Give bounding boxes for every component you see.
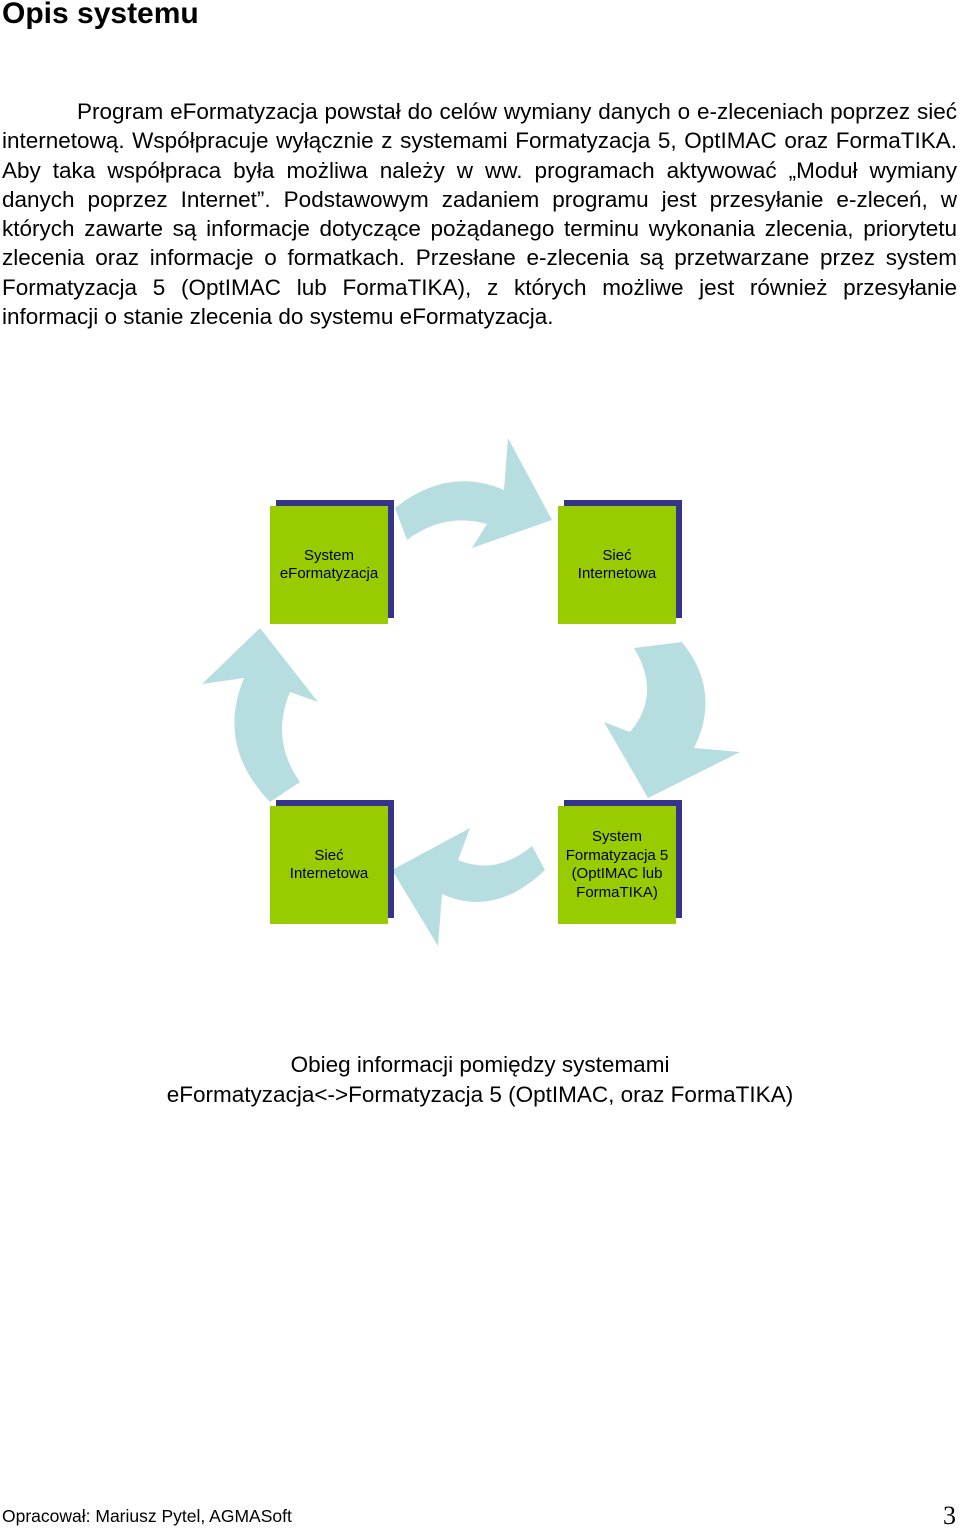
node-siec-internetowa-top: Sieć Internetowa <box>558 500 682 624</box>
node-label-line: Internetowa <box>289 865 369 882</box>
node-label-line: Sieć <box>314 846 344 864</box>
cycle-arrow-left <box>202 628 318 802</box>
cycle-arrow-bottom <box>392 828 545 946</box>
node-label: Sieć Internetowa <box>558 506 676 624</box>
node-label: Sieć Internetowa <box>270 806 388 924</box>
node-siec-internetowa-bottom: Sieć Internetowa <box>270 800 394 924</box>
node-label: System Formatyzacja 5 (OptIMAC lub Forma… <box>558 806 676 924</box>
body-paragraph: Program eFormatyzacja powstał do celów w… <box>2 99 957 330</box>
node-system-eformatyzacja: System eFormatyzacja <box>270 500 394 624</box>
page-title: Opis systemu <box>2 0 199 30</box>
node-label-line: System <box>303 546 354 564</box>
page-number: 3 <box>943 1501 956 1530</box>
node-label: System eFormatyzacja <box>270 506 388 624</box>
node-label-line: Sieć <box>602 546 632 564</box>
node-system-formatyzacja-5: System Formatyzacja 5 (OptIMAC lub Forma… <box>558 800 682 924</box>
diagram-caption: Obieg informacji pomiędzy systemami eFor… <box>0 1050 960 1109</box>
node-label-line: FormaTIKA) <box>576 883 658 901</box>
caption-line: eFormatyzacja<->Formatyzacja 5 (OptIMAC,… <box>166 1081 794 1107</box>
node-label-line: (OptIMAC lub <box>571 865 663 882</box>
node-label-line: Formatyzacja 5 <box>565 846 669 864</box>
cycle-arrows <box>202 438 740 946</box>
node-label-line: System <box>591 828 642 845</box>
cycle-arrow-top <box>395 438 552 548</box>
caption-line: Obieg informacji pomiędzy systemami <box>290 1052 670 1077</box>
node-label-line: Internetowa <box>577 565 657 582</box>
node-label-line: eFormatyzacja <box>279 565 379 582</box>
cycle-diagram: System eFormatyzacja Sieć Internetowa Sy… <box>0 430 960 1010</box>
footer-author: Opracował: Mariusz Pytel, AGMASoft <box>2 1506 292 1526</box>
cycle-arrow-right <box>604 642 740 798</box>
